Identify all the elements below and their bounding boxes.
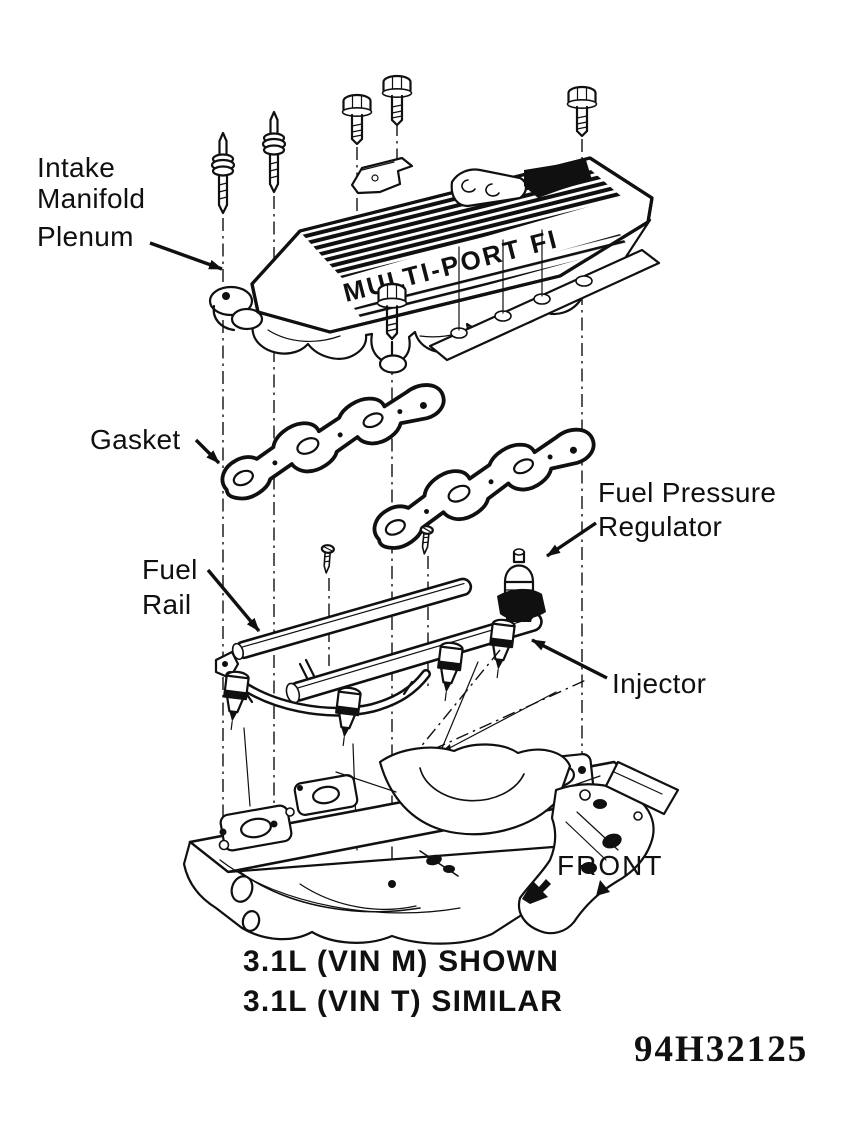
lower-intake-manifold-drawing <box>182 743 680 945</box>
label-injector: Injector <box>612 668 706 699</box>
fuel-rail-callout-arrow <box>206 568 261 633</box>
caption-line1: 3.1L (VIN M) SHOWN <box>243 945 559 978</box>
label-intake-manifold-plenum-line3: Plenum <box>37 221 134 252</box>
part-labels: Intake Manifold Plenum Gasket Fuel Press… <box>37 152 776 699</box>
throttle-bracket-drawing <box>350 156 414 195</box>
callout-arrows <box>149 241 608 680</box>
rail-attaching-screw <box>417 524 435 556</box>
label-fuel-pressure-regulator-line2: Regulator <box>598 511 722 542</box>
plenum-left-boss <box>208 285 254 317</box>
injector-callout-arrow <box>531 638 608 680</box>
plenum-bolt <box>566 85 598 138</box>
injector-drawing <box>219 669 251 733</box>
label-gasket: Gasket <box>90 424 181 455</box>
regulator-callout-arrow <box>546 521 597 558</box>
lower-gasket-drawing <box>362 407 603 560</box>
front-direction: FRONT <box>522 850 663 904</box>
gasket-callout-arrow <box>194 438 221 465</box>
plenum-callout-arrow <box>149 241 223 271</box>
label-intake-manifold-plenum-line1: Intake <box>37 152 115 183</box>
label-fuel-pressure-regulator-line1: Fuel Pressure <box>598 477 776 508</box>
label-intake-manifold-plenum-line2: Manifold <box>37 183 145 214</box>
front-label: FRONT <box>557 850 663 881</box>
mounting-stud <box>210 131 236 215</box>
label-fuel-rail-line1: Fuel <box>142 554 198 585</box>
intake-manifold-plenum-drawing: MULTI-PORT FI <box>208 156 661 374</box>
plenum-bolt <box>381 74 413 127</box>
rail-attaching-screw <box>319 543 336 575</box>
plenum-right-brackets <box>450 160 592 208</box>
label-fuel-rail-line2: Rail <box>142 589 191 620</box>
upper-gasket-drawing <box>211 363 453 510</box>
plenum-bolt <box>341 93 373 146</box>
front-direction-arrow-icon <box>522 879 551 904</box>
figure-id: 94H32125 <box>634 1029 808 1070</box>
caption-line2: 3.1L (VIN T) SIMILAR <box>243 985 563 1018</box>
fuel-rail-drawing <box>214 548 546 851</box>
mounting-stud <box>261 110 287 194</box>
